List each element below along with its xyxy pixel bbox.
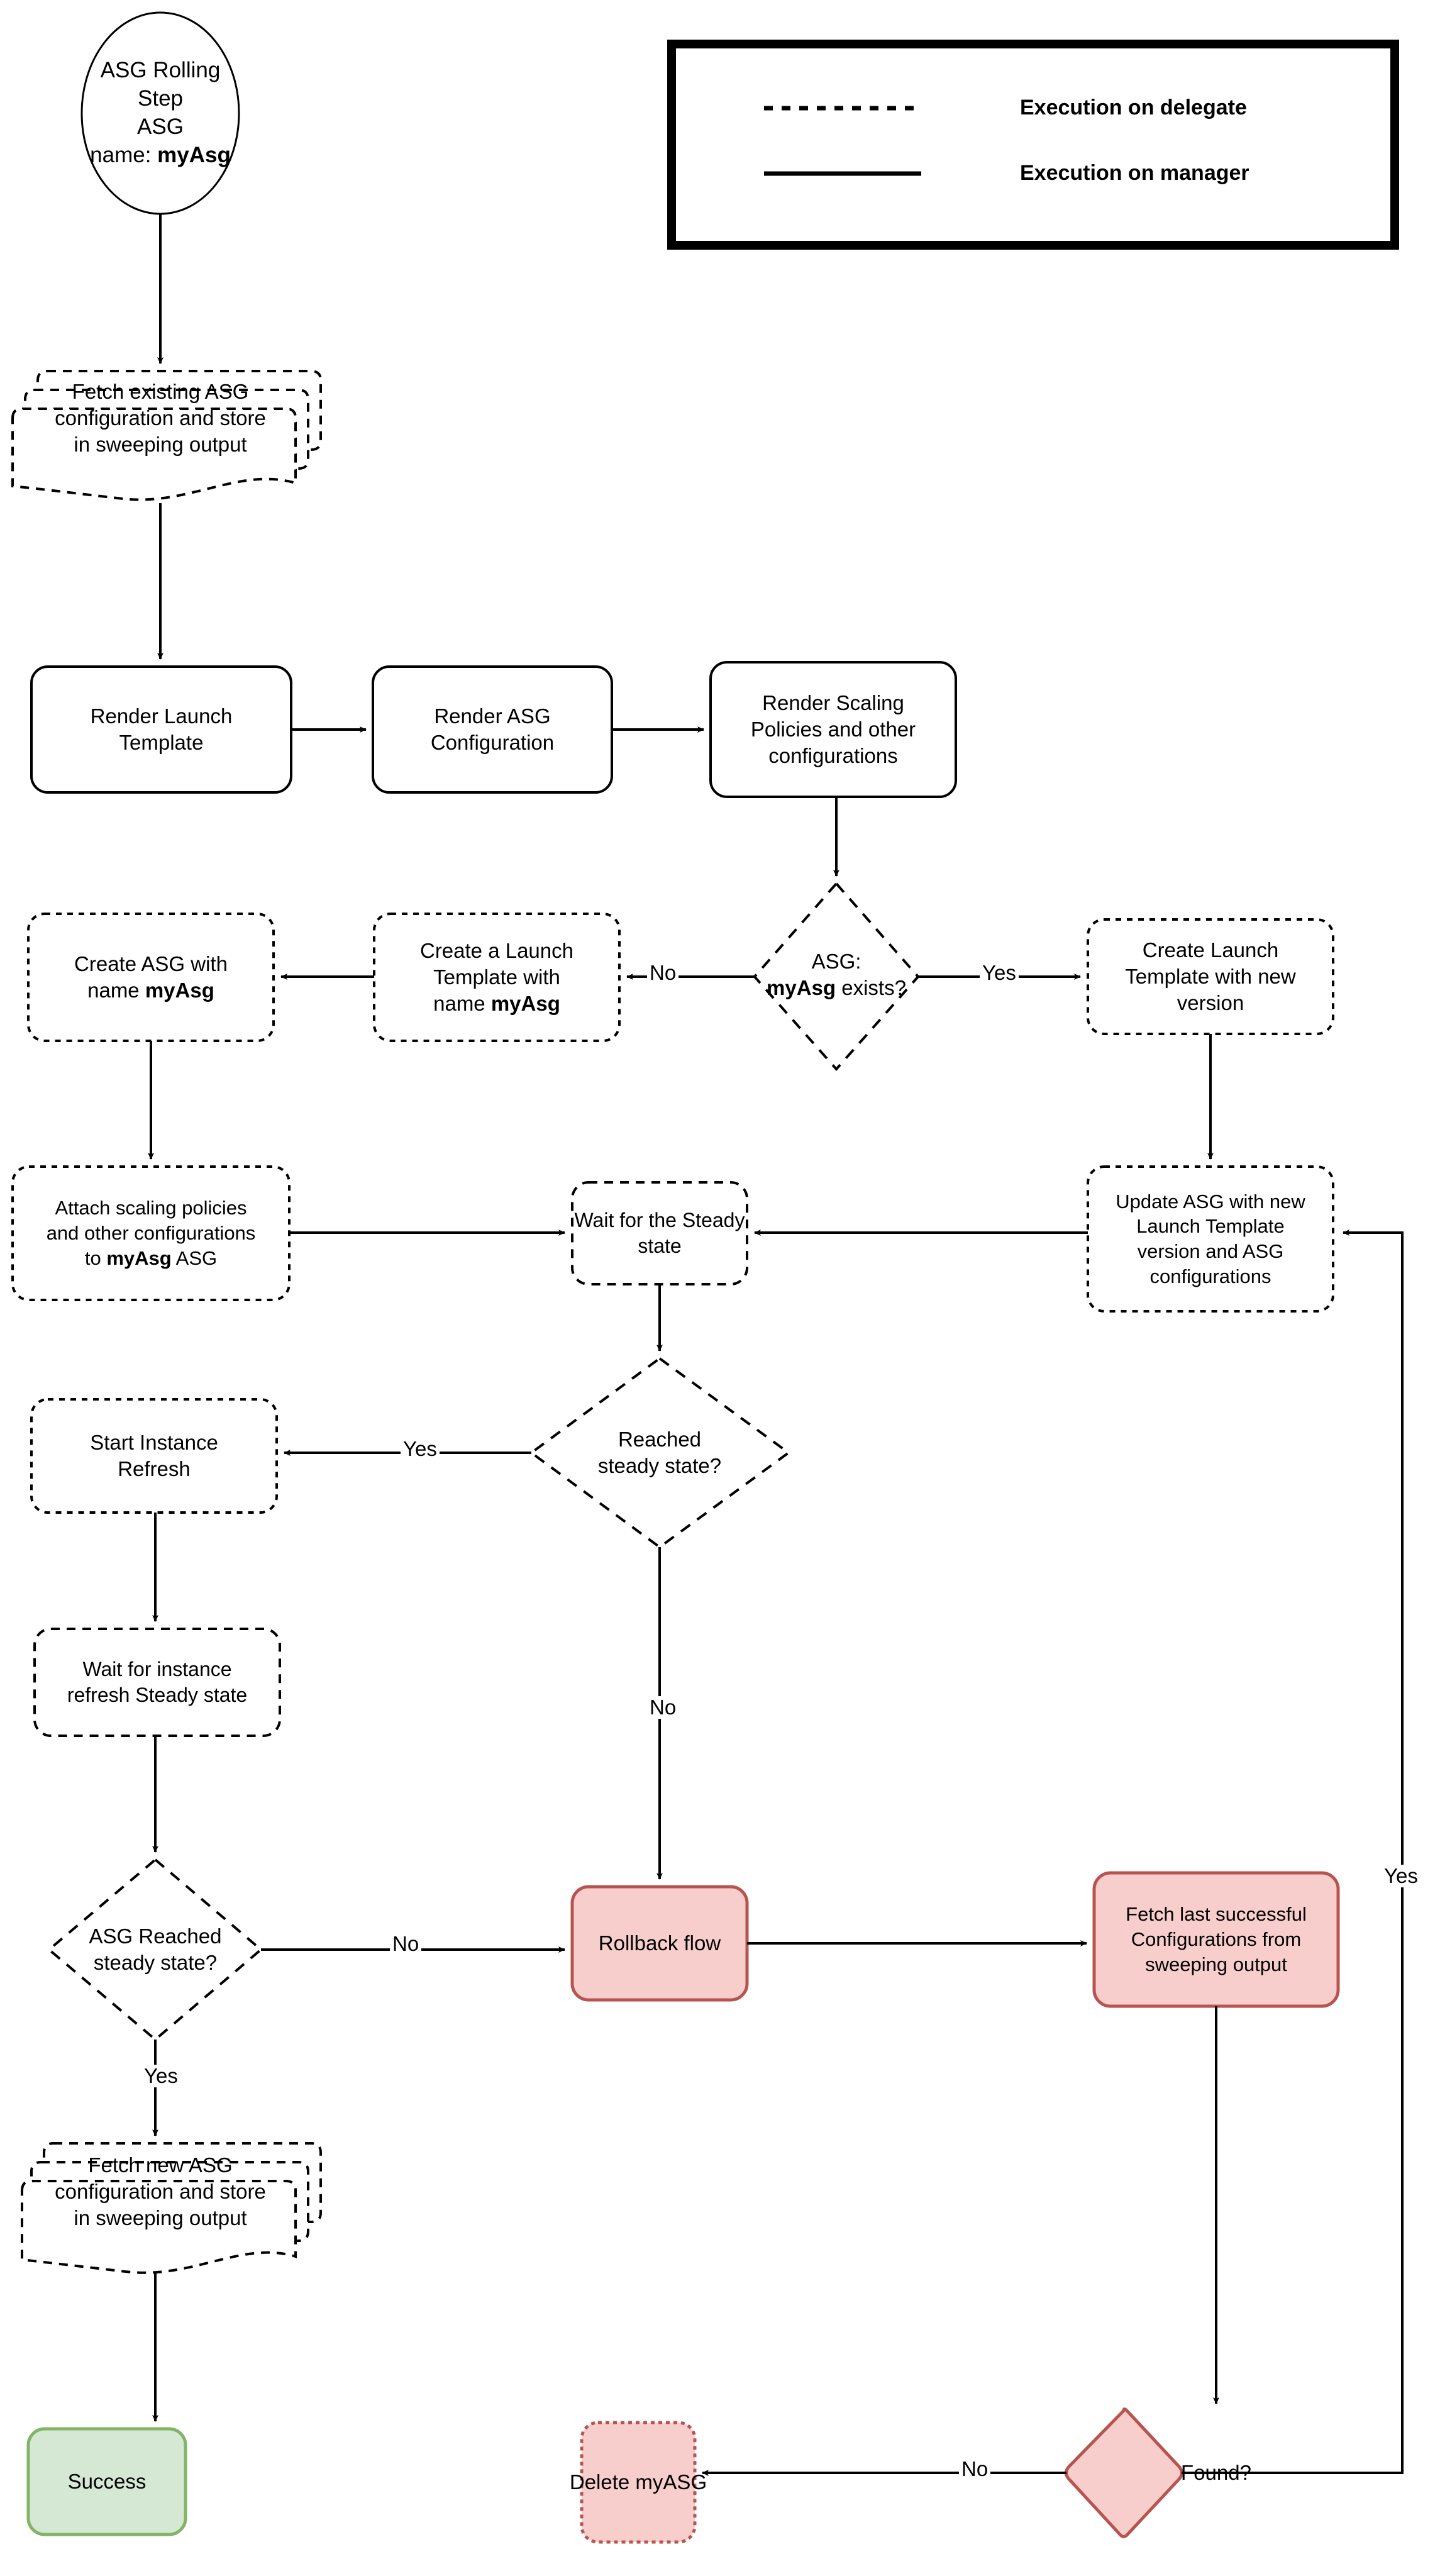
- node-shape-wait-steady-state: [571, 1181, 748, 1285]
- edge-label-reached-steady-yes: Yes: [401, 1437, 440, 1461]
- node-shape-start: [80, 11, 240, 215]
- node-shape-success: [26, 2427, 187, 2536]
- node-shape-attach-scaling-policies: [11, 1165, 291, 1301]
- legend-item-delegate-label: Execution on delegate: [1020, 96, 1247, 119]
- edge-label-asg-reached-yes: Yes: [141, 2064, 180, 2088]
- node-shape-render-asg-config: [372, 665, 613, 794]
- node-shape-delete-myasg: [580, 2421, 697, 2544]
- edge-label-asg-reached-no: No: [390, 1932, 422, 1956]
- node-shape-start-instance-refresh: [30, 1398, 278, 1514]
- node-shape-asg-reached-steady-state: [47, 1858, 263, 2041]
- edge-label-asg-exists-yes: Yes: [980, 961, 1019, 985]
- node-shape-render-scaling-policies: [709, 661, 957, 798]
- node-shape-create-launch-template-name: [373, 913, 621, 1042]
- node-shape-render-launch-template: [30, 665, 292, 794]
- node-shape-create-asg-with-name: [27, 913, 275, 1042]
- edge-label-found-no: No: [959, 2457, 991, 2481]
- node-shape-fetch-existing: [11, 370, 322, 501]
- edge-found-yes-to-update-asg: [1182, 1230, 1404, 2474]
- edge-label-asg-exists-no: No: [647, 961, 679, 985]
- edge-label-reached-steady-no: No: [647, 1696, 679, 1719]
- legend-box: [667, 40, 1399, 250]
- node-shape-update-asg: [1087, 1165, 1334, 1313]
- node-shape-fetch-new-asg: [21, 2142, 322, 2274]
- node-shape-rollback-flow: [570, 1885, 749, 2002]
- node-shape-fetch-last-successful: [1092, 1871, 1340, 2008]
- node-shape-wait-instance-refresh: [33, 1628, 281, 1737]
- node-shape-asg-exists: [753, 881, 920, 1072]
- legend-item-manager-label: Execution on manager: [1020, 161, 1249, 185]
- node-shape-reached-steady-state: [529, 1357, 791, 1549]
- node-shape-found: [1065, 2407, 1183, 2538]
- edge-label-found-yes: Yes: [1382, 1864, 1421, 1888]
- node-shape-create-launch-template-new-version: [1087, 918, 1334, 1035]
